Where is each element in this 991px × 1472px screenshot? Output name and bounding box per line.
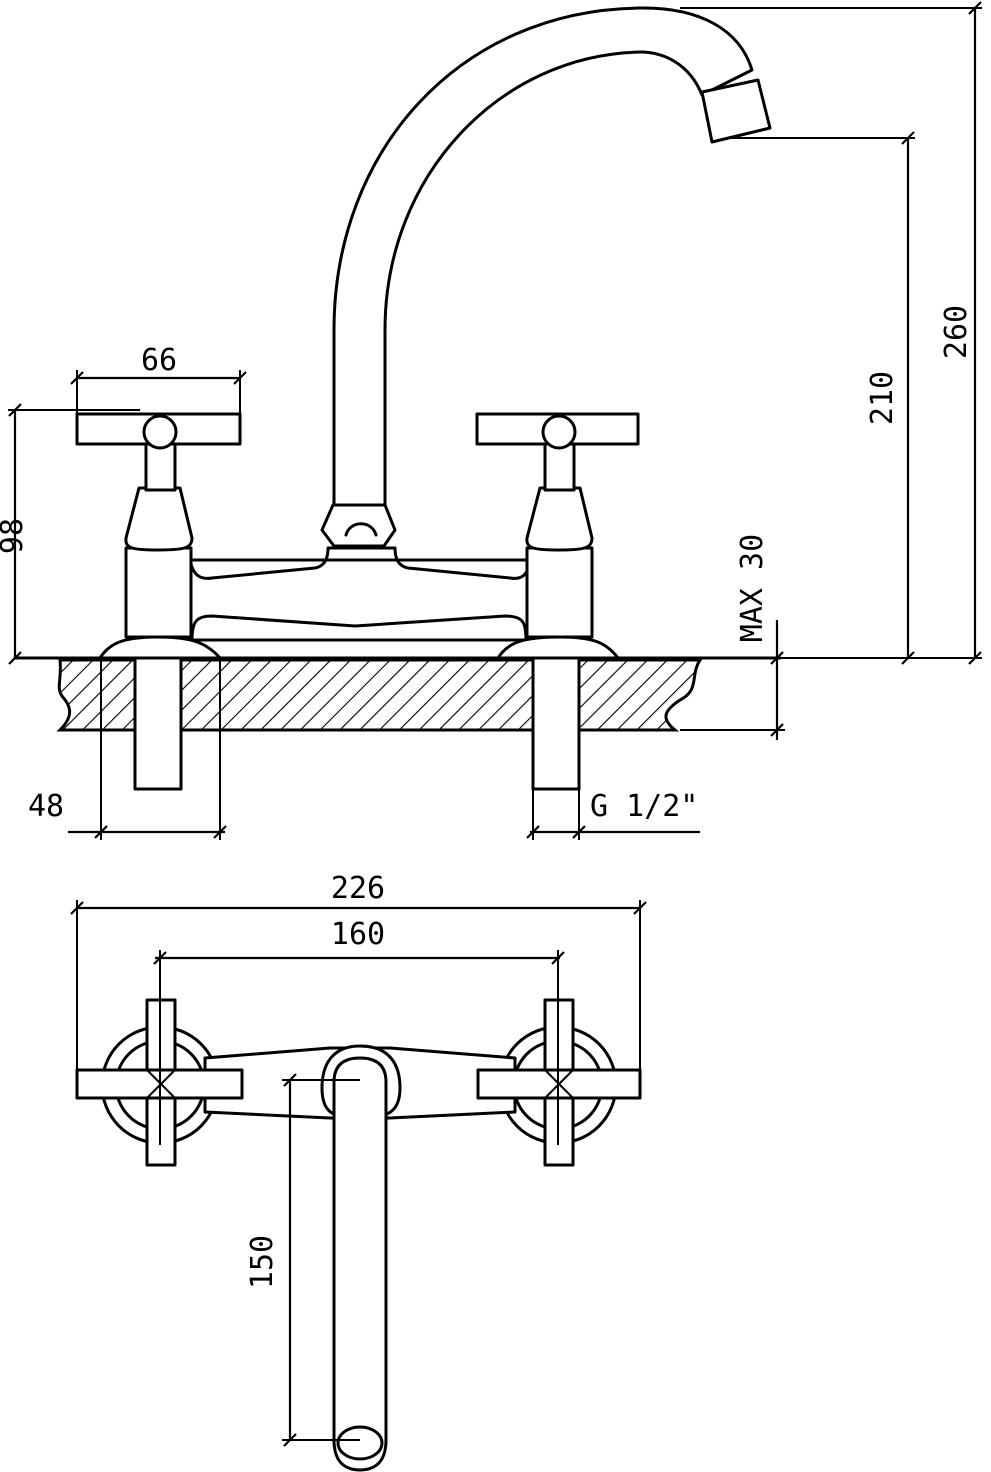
dim-label-98: 98 xyxy=(0,518,30,554)
right-handle-knob xyxy=(541,414,577,450)
dimension-total-height: 260 xyxy=(680,1,982,665)
spout-nut-detail xyxy=(344,522,378,537)
spout-tube xyxy=(332,6,754,507)
right-escutcheon xyxy=(496,635,620,660)
dimension-thread: G 1/2" xyxy=(526,789,700,840)
dimension-handle-width: 66 xyxy=(70,343,247,440)
dim-label-226: 226 xyxy=(331,871,385,906)
dimension-spout-reach: 150 xyxy=(245,1073,360,1447)
dim-label-48: 48 xyxy=(28,789,64,824)
dim-label-thread: G 1/2" xyxy=(590,789,698,824)
dim-label-260: 260 xyxy=(939,305,974,359)
dim-label-66: 66 xyxy=(141,343,177,378)
dim-label-max-30: MAX 30 xyxy=(735,534,770,642)
left-valve-body xyxy=(124,546,193,639)
right-valve-body xyxy=(525,546,594,639)
left-handle-knob xyxy=(142,414,178,450)
side-elevation-view: 66 98 260 210 xyxy=(0,1,982,840)
spout-nut xyxy=(320,503,397,548)
dimension-max-thickness: MAX 30 xyxy=(680,534,785,740)
left-escutcheon xyxy=(98,635,222,660)
body-crossbar xyxy=(188,546,532,580)
dimension-overall-width: 226 xyxy=(70,871,647,1080)
plan-spout-outlet xyxy=(336,1425,384,1461)
plan-spout-tube xyxy=(332,1056,388,1472)
left-shank xyxy=(133,654,183,791)
dimension-hole-diameter: 48 xyxy=(28,660,227,840)
dim-label-150: 150 xyxy=(245,1235,280,1289)
left-cap xyxy=(124,486,194,552)
body-bridge xyxy=(190,614,528,642)
dimension-center-distance: 160 xyxy=(153,917,565,1145)
dim-label-210: 210 xyxy=(865,371,900,425)
dim-label-160: 160 xyxy=(331,917,385,952)
plan-view: 226 160 150 xyxy=(70,871,647,1472)
dimension-spout-height: 210 xyxy=(730,131,915,665)
right-shank xyxy=(531,654,581,791)
spout-aerator xyxy=(700,78,772,144)
right-cap xyxy=(525,486,594,552)
dimension-body-height: 98 xyxy=(0,403,140,665)
